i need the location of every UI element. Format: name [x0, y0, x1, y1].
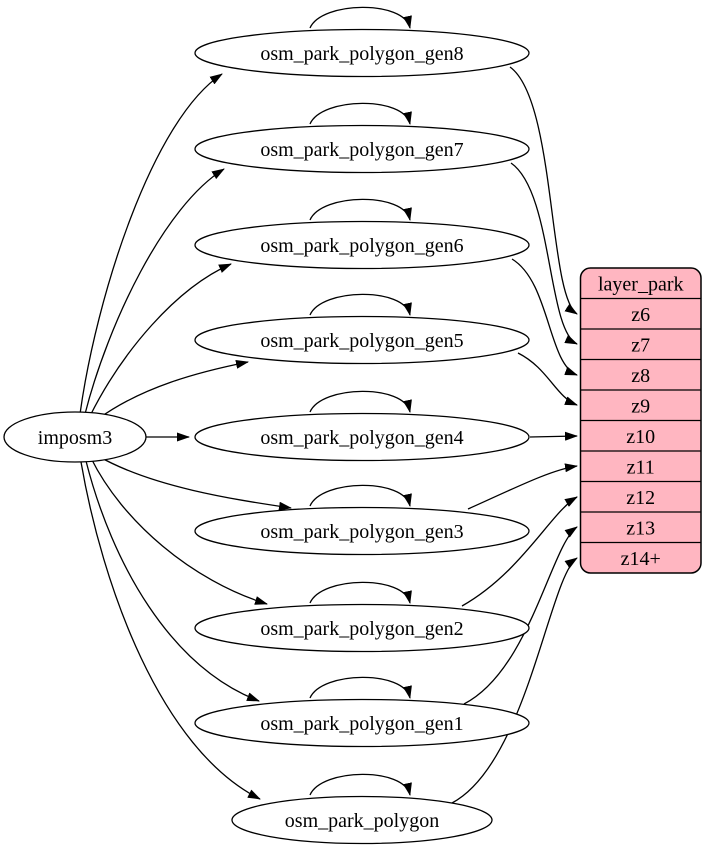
node-shape	[231, 795, 493, 845]
node-label: osm_park_polygon_gen6	[260, 235, 463, 257]
edge-osm_park_polygon-to-z14+	[451, 557, 578, 804]
edge-osm_park_polygon_gen1-to-z13	[463, 526, 578, 705]
zoom-row-z7: z7	[631, 334, 650, 356]
edge-imposm3-to-osm_park_polygon_gen8	[79, 73, 223, 415]
edge-imposm3-to-osm_park_polygon_gen7	[84, 168, 225, 415]
edge-osm_park_polygon_gen3-to-z11	[467, 463, 578, 510]
edge-imposm3-to-osm_park_polygon_gen5	[97, 359, 249, 420]
node-label: osm_park_polygon_gen1	[260, 713, 463, 735]
node-shape	[194, 603, 530, 653]
zoom-row-z6: z6	[631, 304, 650, 326]
node-osm_park_polygon_gen6: osm_park_polygon_gen6	[194, 220, 530, 270]
node-osm_park_polygon_gen5: osm_park_polygon_gen5	[194, 315, 530, 365]
node-shape	[194, 412, 530, 462]
self-loop-osm_park_polygon_gen6	[309, 198, 412, 221]
node-osm_park_polygon: osm_park_polygon	[231, 795, 493, 845]
node-shape	[194, 220, 530, 270]
node-osm_park_polygon_gen8: osm_park_polygon_gen8	[194, 28, 530, 78]
node-osm_park_polygon_gen7: osm_park_polygon_gen7	[194, 124, 530, 174]
edge-osm_park_polygon_gen7-to-z7	[510, 162, 578, 345]
node-osm_park_polygon_gen3: osm_park_polygon_gen3	[194, 506, 530, 556]
node-label: osm_park_polygon_gen5	[260, 330, 463, 352]
edge-imposm3-to-osm_park_polygon_gen2	[90, 457, 268, 605]
zoom-row-z11: z11	[627, 456, 655, 478]
node-label: osm_park_polygon_gen3	[260, 521, 463, 543]
node-shape	[194, 315, 530, 365]
node-shape	[194, 506, 530, 556]
node-shape	[194, 28, 530, 78]
node-osm_park_polygon_gen4: osm_park_polygon_gen4	[194, 412, 530, 462]
zoom-row-z13: z13	[626, 517, 655, 539]
edge-imposm3-to-osm_park_polygon	[80, 461, 261, 800]
edge-imposm3-to-osm_park_polygon_gen6	[89, 263, 232, 417]
edge-osm_park_polygon_gen2-to-z12	[461, 496, 578, 607]
edge-osm_park_polygon_gen5-to-z9	[517, 352, 578, 406]
edge-imposm3-to-osm_park_polygon_gen1	[85, 460, 260, 702]
zoom-row-z10: z10	[626, 426, 655, 448]
self-loop-osm_park_polygon_gen5	[309, 293, 412, 316]
node-osm_park_polygon_gen1: osm_park_polygon_gen1	[194, 698, 530, 748]
zoom-row-z9: z9	[631, 395, 650, 417]
node-imposm3: imposm3	[3, 411, 147, 463]
self-loop-osm_park_polygon_gen7	[309, 102, 412, 125]
node-shape	[3, 411, 147, 463]
zoom-row-z14+: z14+	[621, 548, 661, 570]
node-shape	[194, 698, 530, 748]
self-loop-osm_park_polygon_gen8	[309, 6, 412, 29]
node-label: imposm3	[38, 427, 112, 449]
nodes-layer: imposm3 osm_park_polygon_gen8 osm_park_pol…	[3, 28, 530, 845]
edges-layer	[79, 6, 578, 804]
self-loop-osm_park_polygon_gen3	[309, 484, 412, 507]
self-loop-osm_park_polygon_gen1	[309, 676, 412, 699]
node-shape	[194, 124, 530, 174]
edge-imposm3-to-osm_park_polygon_gen3	[97, 455, 292, 511]
node-label: osm_park_polygon_gen8	[260, 43, 463, 65]
edge-osm_park_polygon_gen6-to-z8	[511, 258, 578, 376]
self-loop-osm_park_polygon	[309, 773, 412, 796]
layer-table-header: layer_park	[598, 273, 684, 295]
self-loop-osm_park_polygon_gen2	[309, 581, 412, 604]
node-label: osm_park_polygon_gen7	[260, 139, 463, 161]
node-label: osm_park_polygon	[285, 810, 439, 832]
self-loop-osm_park_polygon_gen4	[309, 390, 412, 413]
node-osm_park_polygon_gen2: osm_park_polygon_gen2	[194, 603, 530, 653]
zoom-row-z12: z12	[626, 487, 655, 509]
node-label: osm_park_polygon_gen4	[260, 427, 463, 449]
edge-osm_park_polygon_gen4-to-z10	[529, 431, 578, 441]
node-label: osm_park_polygon_gen2	[260, 618, 463, 640]
edge-osm_park_polygon_gen8-to-z6	[509, 66, 578, 315]
zoom-row-z8: z8	[631, 365, 650, 387]
layer-table-group: layer_park z6 z7 z8 z9 z10 z11 z12 z13 z14+	[579, 267, 702, 574]
